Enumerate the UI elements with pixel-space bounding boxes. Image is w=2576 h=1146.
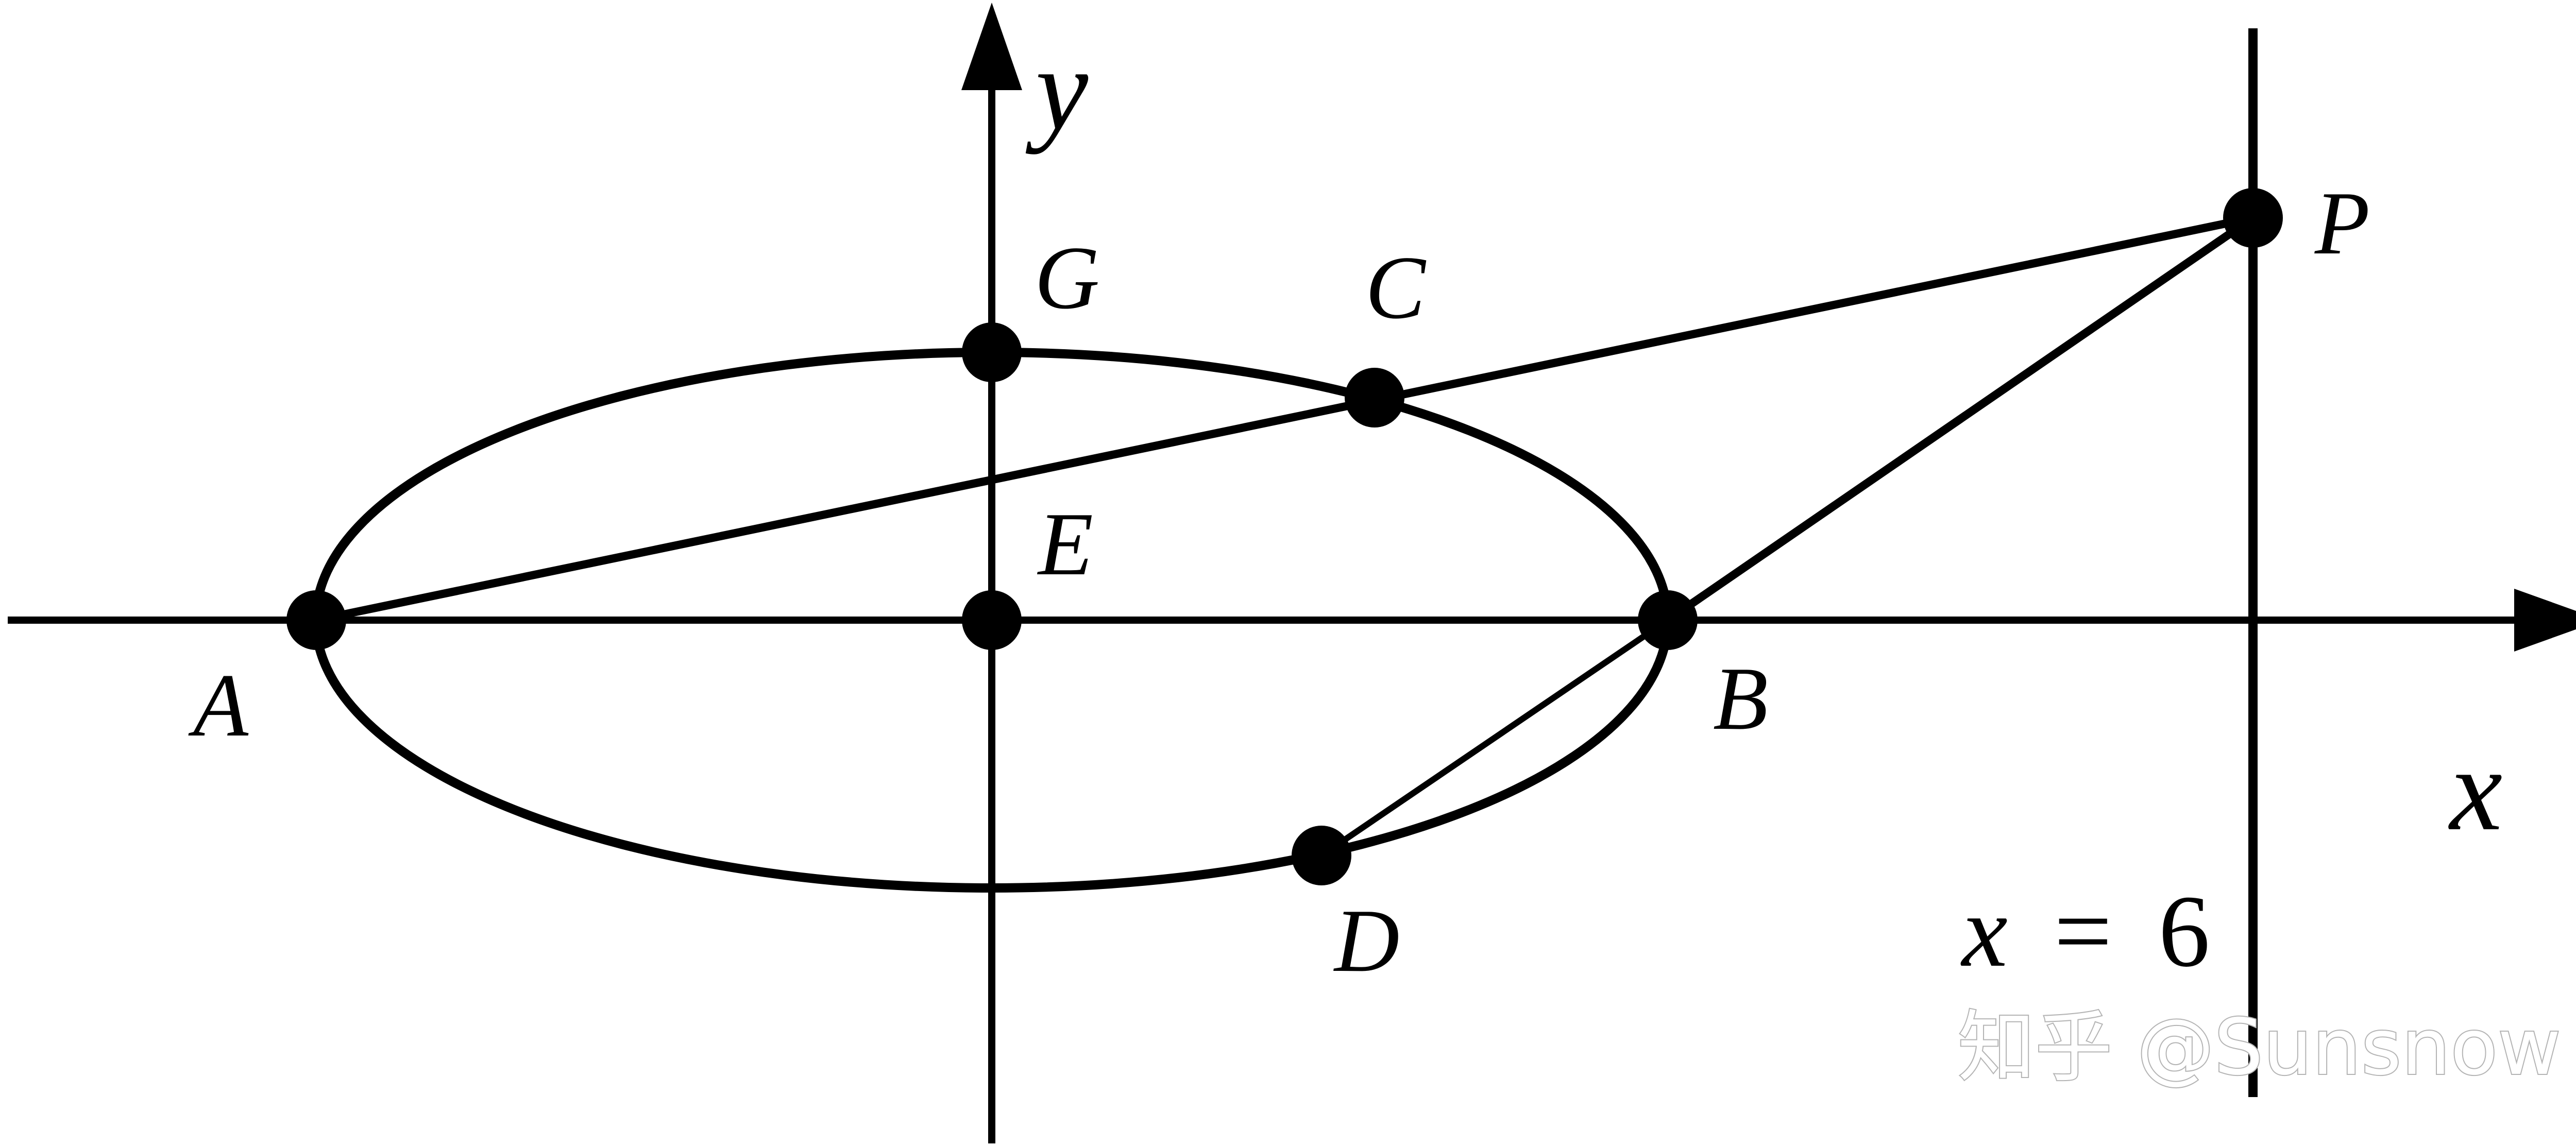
- point-P: [2223, 188, 2283, 248]
- point-B: [1638, 590, 1698, 650]
- label-E: E: [1037, 494, 1093, 594]
- x-axis-arrow: [2514, 589, 2576, 652]
- label-B: B: [1713, 648, 1768, 748]
- segment-A-P: [315, 214, 2254, 624]
- segment-B-D: [1319, 618, 1670, 858]
- point-C: [1345, 368, 1404, 427]
- point-E: [962, 590, 1022, 650]
- equation-value: 6: [2159, 875, 2210, 988]
- label-G: G: [1035, 228, 1099, 328]
- x-axis-label: x: [2448, 724, 2502, 855]
- point-G: [962, 322, 1022, 382]
- point-D: [1292, 826, 1351, 885]
- label-P: P: [2314, 173, 2370, 273]
- segment-P-B: [1665, 214, 2256, 624]
- y-axis-label: y: [1025, 23, 1089, 155]
- y-axis-arrow: [961, 3, 1022, 90]
- label-D: D: [1333, 891, 1399, 990]
- watermark: 知乎 @Sunsnow: [1958, 1003, 2561, 1092]
- equation-variable: x: [1960, 875, 2008, 988]
- label-C: C: [1365, 237, 1427, 337]
- point-A: [286, 590, 346, 650]
- equation-operator: =: [2054, 875, 2112, 988]
- label-A: A: [188, 655, 249, 755]
- line-equation-label: x = 6: [1960, 875, 2210, 988]
